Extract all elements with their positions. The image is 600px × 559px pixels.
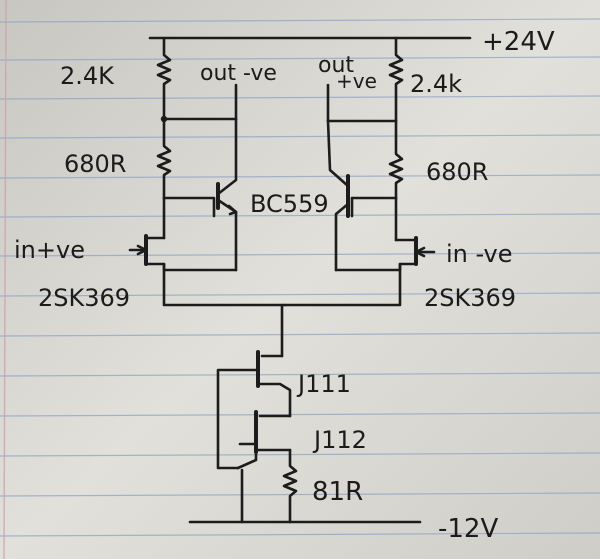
out-neg-label: out -ve	[200, 61, 277, 86]
left-load-resistor	[156, 36, 172, 120]
jfet-right-label: 2SK369	[424, 284, 516, 312]
r-load-right-label: 2.4k	[410, 70, 462, 98]
j1-label: J111	[296, 370, 351, 398]
ruled-lines	[0, 18, 600, 537]
margin-line	[3, 0, 7, 559]
r-emit-right-label: 680R	[426, 158, 488, 186]
labels: +24V -12V 2.4K 2.4k out -ve out +ve 680R…	[14, 27, 555, 544]
bjt-label: BC559	[250, 190, 329, 218]
j2-label: J112	[312, 426, 367, 454]
bjt-left-collector	[162, 196, 216, 218]
out-pos-sign-label: +ve	[336, 69, 377, 93]
supply-neg-label: -12V	[438, 514, 498, 544]
r-emit-left-label: 680R	[64, 150, 126, 178]
r-load-left-label: 2.4K	[60, 62, 115, 90]
bias-resistor	[282, 448, 298, 524]
right-load-resistor	[388, 36, 404, 123]
tail-wire-left	[162, 262, 287, 307]
circuit-wiring	[128, 36, 472, 524]
out-pos-word-label: out	[318, 53, 354, 78]
left-emitter-resistor	[156, 117, 172, 200]
jfet-left-label: 2SK369	[38, 284, 130, 312]
tail-wire-right	[283, 262, 402, 307]
in-neg-label: in -ve	[446, 240, 513, 268]
supply-pos-label: +24V	[482, 27, 555, 57]
r-bias-label: 81R	[312, 477, 363, 507]
right-emitter-resistor	[388, 119, 404, 200]
in-pos-label: in+ve	[14, 236, 85, 264]
